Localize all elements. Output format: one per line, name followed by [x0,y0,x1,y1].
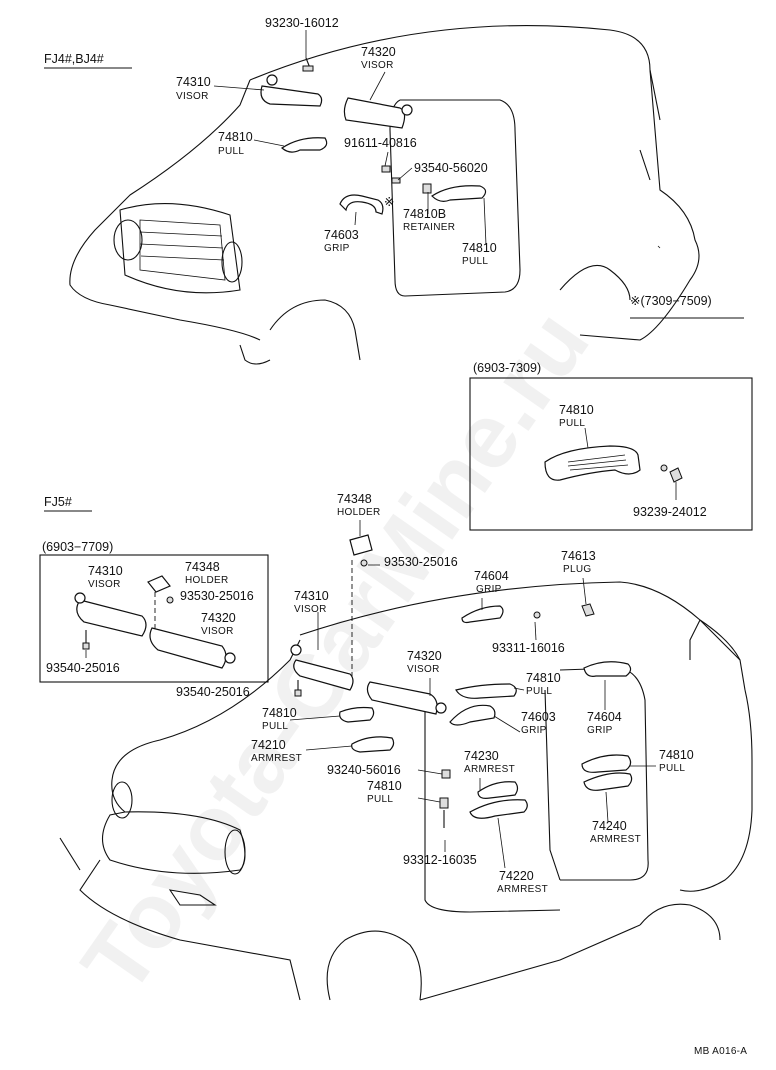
label-pn: 74613 [561,549,596,563]
grip-74603-top [339,194,384,215]
label-pn: 74230 [464,749,499,763]
pull-74810-top-left [281,137,328,153]
inset-range: (6903-7309) [473,361,541,375]
label-name: PULL [526,686,552,697]
label-pn: 74320 [361,45,396,59]
label-pn: 74604 [474,569,509,583]
footer-code: MB A016-A [694,1046,747,1057]
label-pn: 93540-25016 [176,685,250,699]
armrest-74220 [469,799,528,819]
pull-74810-c [477,781,519,799]
label-name: VISOR [201,626,234,637]
label-pn: 74320 [407,649,442,663]
model-label-bottom: FJ5# [44,495,72,509]
plug-74613 [581,603,595,617]
label-name: ARMREST [590,834,641,845]
label-name: PULL [462,256,488,267]
label-pn: 74220 [499,869,534,883]
label-pn: 93230-16012 [265,16,339,30]
inset-top-right: (6903-7309) 74810 PULL 93239-24012 [469,361,753,531]
label-pn: 74240 [592,819,627,833]
label-name: HOLDER [185,575,228,586]
top-vehicle-outline [69,25,700,365]
label-pn: 74603 [324,228,359,242]
holder-74348 [349,534,373,556]
label-pn: 93312-16035 [403,853,477,867]
armrest-74240 [583,772,633,791]
label-name: HOLDER [337,507,380,518]
range-note-top: ※(7309−7509) [630,294,712,308]
label-name: PULL [367,794,393,805]
label-name: GRIP [324,243,350,254]
label-pn: 74320 [201,611,236,625]
label-name: PULL [659,763,685,774]
visor-74320-top [343,97,406,129]
label-pn: 74810 [367,779,402,793]
label-pn: 93540-25016 [46,661,120,675]
label-pn: 74348 [337,492,372,506]
label-pn: 74603 [521,710,556,724]
top-labels: FJ4#,BJ4# 93230-16012 74320 VISOR 74310 … [44,16,712,308]
visor-74320-inset [149,627,227,669]
label-pn: 74810 [659,748,694,762]
inset-range: (6903−7709) [42,540,113,554]
visor-74310-bottom [293,659,354,691]
label-pn: 93530-25016 [180,589,254,603]
model-label-top: FJ4#,BJ4# [44,52,104,66]
pull-74810-d [581,754,632,773]
pull-74810-a [455,683,517,699]
label-pn: 93239-24012 [633,505,707,519]
label-name: ARMREST [497,884,548,895]
holder-74348-inset [147,575,171,593]
label-pn: 74810 [526,671,561,685]
label-pn: 74810B [403,207,446,221]
label-pn: 74310 [176,75,211,89]
grip-74604-upper [461,605,504,624]
label-name: PULL [218,146,244,157]
label-name: ARMREST [251,753,302,764]
pull-74810-b [339,706,375,723]
label-pn: 74210 [251,738,286,752]
inset-left: (6903−7709) 74310 VISOR 74348 HOLDER 935… [39,540,269,683]
label-name: ARMREST [464,764,515,775]
visor-74320-bottom [366,681,438,715]
label-pn: 91611-40816 [344,136,417,150]
label-pn: 93311-16016 [492,641,565,655]
label-name: RETAINER [403,222,455,233]
label-pn: 93240-56016 [327,763,401,777]
label-name: VISOR [361,60,394,71]
label-pn: 93540-56020 [414,161,488,175]
label-pn: 74810 [559,403,594,417]
visor-74310-top [260,85,323,107]
label-name: VISOR [88,579,121,590]
label-pn: 74810 [462,241,497,255]
label-name: VISOR [176,91,209,102]
label-mark: ※ [384,195,394,209]
grip-74603-bottom [449,704,496,726]
label-pn: 74810 [262,706,297,720]
label-name: VISOR [294,604,327,615]
label-name: PLUG [563,564,591,575]
label-pn: 74310 [294,589,329,603]
bottom-labels: FJ5# 74348 HOLDER 93530-25016 74613 PLUG… [44,492,694,895]
label-pn: 74348 [185,560,220,574]
label-pn: 74810 [218,130,253,144]
label-pn: 74604 [587,710,622,724]
armrest-74210 [351,736,395,753]
bottom-vehicle-outline [59,560,753,1001]
visor-74310-inset [76,599,147,637]
pull-74810-top-right [431,185,487,202]
bottom-parts [289,520,656,869]
top-parts [213,30,744,319]
label-name: GRIP [521,725,547,736]
label-name: GRIP [587,725,613,736]
label-name: PULL [262,721,288,732]
label-pn: 74310 [88,564,123,578]
grip-74604-right [583,661,632,677]
label-name: PULL [559,418,585,429]
label-name: GRIP [476,584,502,595]
label-name: VISOR [407,664,440,675]
label-pn: 93530-25016 [384,555,458,569]
